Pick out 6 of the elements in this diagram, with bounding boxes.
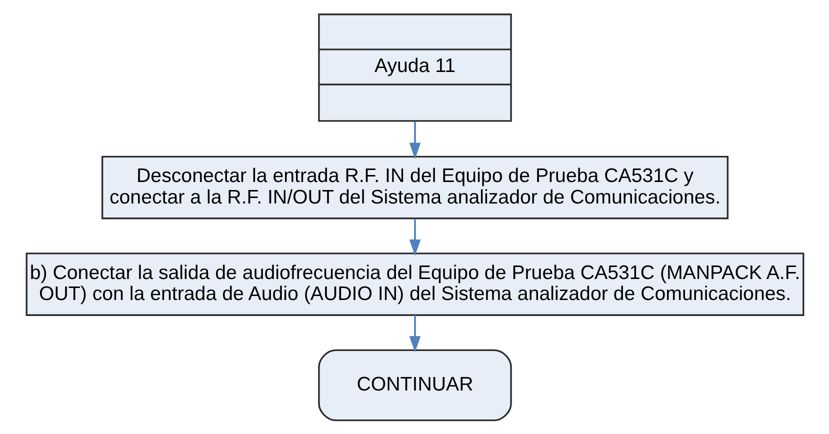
arrow [408, 121, 420, 160]
arrow [408, 315, 420, 352]
node-box: CONTINUAR [318, 349, 512, 422]
node-box: Desconectar la entrada R.F. IN del Equipo de Prueba CA531C y conectar a la R.F. IN/OUT del Sistema analizador de Comunicaciones. [100, 156, 728, 220]
arrow [408, 218, 420, 256]
node-box: b) Conectar la salida de audiofrecuencia del Equipo de Prueba CA531C (MANPACK A.F. OUT) con la entrada de Audio (AUDIO IN) del Sistema analizador de Comunicaciones. [25, 252, 804, 316]
